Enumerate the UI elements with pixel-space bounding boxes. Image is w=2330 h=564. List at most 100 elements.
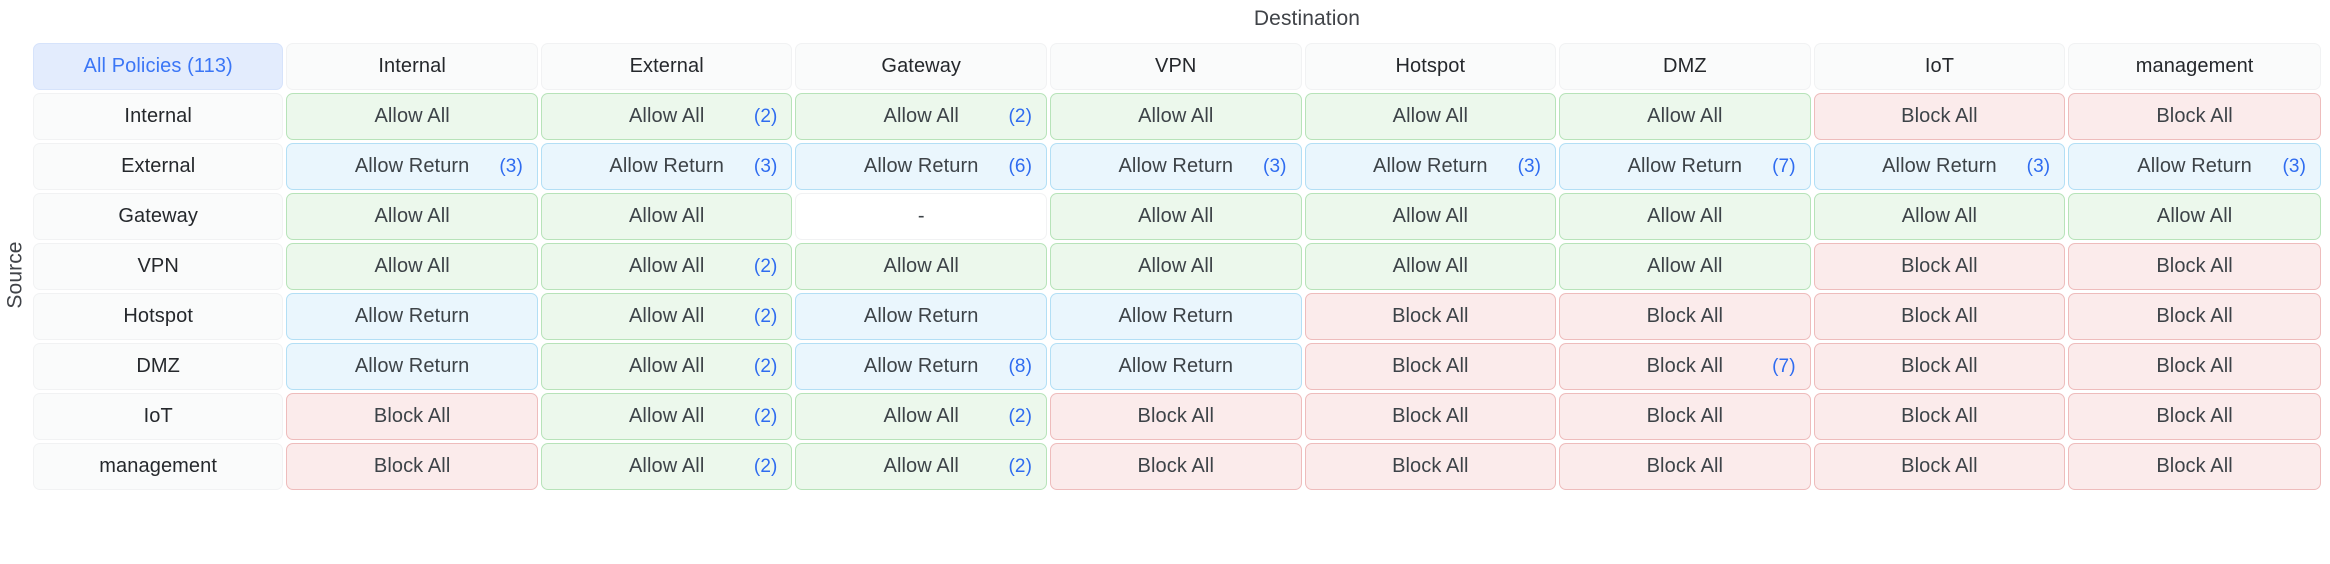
policy-cell-gateway-to-internal[interactable]: Allow All [286,193,538,240]
policy-cell-dmz-to-dmz[interactable]: Block All(7) [1559,343,1811,390]
policy-cell-external-to-internal[interactable]: Allow Return(3) [286,143,538,190]
all-policies-corner-cell[interactable]: All Policies (113) [33,43,284,90]
destination-header-internal[interactable]: Internal [286,43,538,90]
policy-cell-label: Block All [1392,355,1469,377]
policy-cell-external-to-dmz[interactable]: Allow Return(7) [1559,143,1811,190]
policy-cell-dmz-to-management[interactable]: Block All [2068,343,2321,390]
policy-cell-label: Allow All [1138,205,1214,227]
policy-cell-vpn-to-vpn[interactable]: Allow All [1050,243,1302,290]
policy-cell-external-to-vpn[interactable]: Allow Return(3) [1050,143,1302,190]
policy-cell-label: Block All [1646,355,1724,377]
policy-cell-gateway-to-dmz[interactable]: Allow All [1559,193,1811,240]
policy-cell-vpn-to-external[interactable]: Allow All(2) [540,243,793,290]
policy-cell-count-badge: (3) [2282,155,2306,177]
policy-cell-hotspot-to-iot[interactable]: Block All [1813,293,2066,340]
policy-cell-hotspot-to-dmz[interactable]: Block All [1559,293,1811,340]
policy-cell-internal-to-gateway[interactable]: Allow All(2) [795,93,1047,140]
source-row-header-dmz[interactable]: DMZ [33,343,284,390]
policy-cell-hotspot-to-vpn[interactable]: Allow Return [1050,293,1302,340]
source-row-label: External [121,155,196,177]
source-row-header-gateway[interactable]: Gateway [33,193,284,240]
policy-cell-internal-to-management[interactable]: Block All [2068,93,2321,140]
policy-cell-dmz-to-vpn[interactable]: Allow Return [1050,343,1302,390]
policy-cell-label: Allow All [628,305,705,327]
policy-cell-hotspot-to-internal[interactable]: Allow Return [286,293,538,340]
policy-cell-gateway-to-management[interactable]: Allow All [2068,193,2321,240]
policy-cell-management-to-vpn[interactable]: Block All [1050,443,1302,490]
destination-header-vpn[interactable]: VPN [1050,43,1302,90]
policy-cell-iot-to-iot[interactable]: Block All [1813,393,2066,440]
source-row-header-internal[interactable]: Internal [33,93,284,140]
destination-header-iot[interactable]: IoT [1813,43,2066,90]
policy-cell-vpn-to-gateway[interactable]: Allow All [795,243,1047,290]
policy-cell-gateway-to-vpn[interactable]: Allow All [1050,193,1302,240]
policy-cell-vpn-to-iot[interactable]: Block All [1813,243,2066,290]
policy-cell-gateway-to-external[interactable]: Allow All [540,193,793,240]
policy-cell-management-to-internal[interactable]: Block All [286,443,538,490]
policy-cell-management-to-gateway[interactable]: Allow All(2) [795,443,1047,490]
policy-cell-hotspot-to-external[interactable]: Allow All(2) [540,293,793,340]
policy-cell-management-to-iot[interactable]: Block All [1813,443,2066,490]
policy-cell-iot-to-management[interactable]: Block All [2068,393,2321,440]
policy-cell-label: Block All [1392,405,1469,427]
policy-cell-label: Allow Return [863,155,979,177]
policy-cell-dmz-to-iot[interactable]: Block All [1813,343,2066,390]
destination-header-hotspot[interactable]: Hotspot [1304,43,1557,90]
policy-cell-internal-to-hotspot[interactable]: Allow All [1304,93,1557,140]
source-row-header-vpn[interactable]: VPN [33,243,284,290]
policy-cell-management-to-management[interactable]: Block All [2068,443,2321,490]
destination-header-external[interactable]: External [540,43,793,90]
policy-cell-external-to-hotspot[interactable]: Allow Return(3) [1304,143,1557,190]
policy-cell-vpn-to-management[interactable]: Block All [2068,243,2321,290]
destination-header-management[interactable]: management [2068,43,2321,90]
policy-cell-gateway-to-hotspot[interactable]: Allow All [1304,193,1557,240]
policy-cell-label: Allow Return [1882,155,1997,177]
source-row-header-hotspot[interactable]: Hotspot [33,293,284,340]
source-row-header-external[interactable]: External [33,143,284,190]
policy-cell-label: Allow All [1647,255,1723,277]
policy-cell-dmz-to-external[interactable]: Allow All(2) [540,343,793,390]
source-row-label: DMZ [136,355,180,377]
policy-cell-vpn-to-hotspot[interactable]: Allow All [1304,243,1557,290]
policy-cell-dmz-to-internal[interactable]: Allow Return [286,343,538,390]
policy-cell-management-to-external[interactable]: Allow All (2) [540,443,793,490]
policy-cell-hotspot-to-management[interactable]: Block All [2068,293,2321,340]
policy-cell-hotspot-to-gateway[interactable]: Allow Return [795,293,1047,340]
policy-cell-iot-to-gateway[interactable]: Allow All(2) [795,393,1047,440]
policy-cell-internal-to-dmz[interactable]: Allow All [1559,93,1811,140]
policy-cell-label: Allow Return [2137,155,2252,177]
policy-cell-hotspot-to-hotspot[interactable]: Block All [1304,293,1557,340]
source-row-header-management[interactable]: management [33,443,284,490]
policy-cell-internal-to-vpn[interactable]: Allow All [1050,93,1302,140]
policy-cell-vpn-to-internal[interactable]: Allow All [286,243,538,290]
source-row-label: Internal [124,105,192,127]
policy-cell-gateway-to-iot[interactable]: Allow All [1813,193,2066,240]
policy-cell-internal-to-internal[interactable]: Allow All [286,93,538,140]
policy-cell-iot-to-external[interactable]: Allow All(2) [540,393,793,440]
policy-cell-count-badge: (2) [753,455,778,477]
policy-cell-internal-to-external[interactable]: Allow All(2) [540,93,793,140]
policy-cell-internal-to-iot[interactable]: Block All [1813,93,2066,140]
destination-header-gateway[interactable]: Gateway [795,43,1047,90]
destination-header-dmz[interactable]: DMZ [1559,43,1811,90]
policy-cell-iot-to-dmz[interactable]: Block All [1559,393,1811,440]
policy-cell-management-to-dmz[interactable]: Block All [1559,443,1811,490]
policy-cell-management-to-hotspot[interactable]: Block All [1304,443,1557,490]
policy-cell-dmz-to-gateway[interactable]: Allow Return(8) [795,343,1047,390]
policy-cell-external-to-gateway[interactable]: Allow Return(6) [795,143,1047,190]
policy-cell-gateway-to-gateway[interactable]: - [795,193,1047,240]
policy-cell-iot-to-vpn[interactable]: Block All [1050,393,1302,440]
policy-cell-dmz-to-hotspot[interactable]: Block All [1304,343,1557,390]
policy-cell-vpn-to-dmz[interactable]: Allow All [1559,243,1811,290]
policy-cell-iot-to-hotspot[interactable]: Block All [1304,393,1557,440]
policy-cell-count-badge: (2) [1008,405,1032,427]
policy-cell-label: Allow Return [354,355,470,377]
source-row-header-iot[interactable]: IoT [33,393,284,440]
policy-cell-external-to-management[interactable]: Allow Return (3) [2068,143,2321,190]
policy-cell-iot-to-internal[interactable]: Block All [286,393,538,440]
policy-cell-external-to-external[interactable]: Allow Return(3) [540,143,793,190]
policy-cell-label: Allow All [628,455,705,477]
policy-cell-external-to-iot[interactable]: Allow Return(3) [1813,143,2066,190]
